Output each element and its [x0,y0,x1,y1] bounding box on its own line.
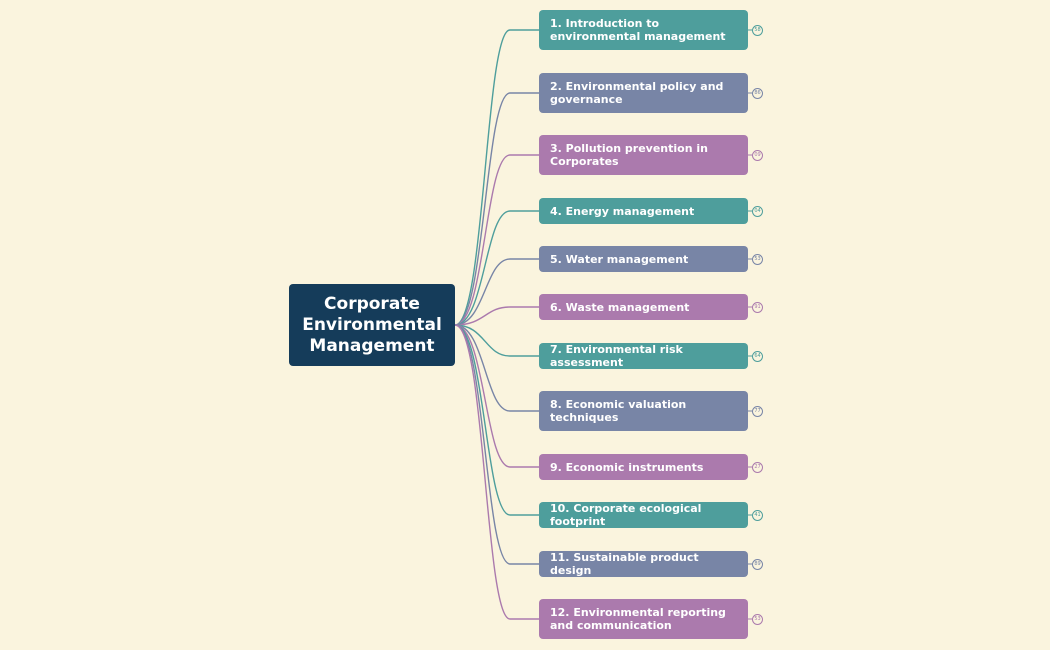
topic-badge[interactable]: 53 [752,614,763,625]
topic-label: 6. Waste management [550,300,690,314]
topic-badge[interactable]: 64 [752,351,763,362]
topic-5[interactable]: 5. Water management [539,246,748,272]
topic-9[interactable]: 9. Economic instruments [539,454,748,480]
connector-line [454,324,539,516]
topic-label: 5. Water management [550,252,689,266]
topic-2[interactable]: 2. Environmental policy and governance [539,73,748,113]
topic-10[interactable]: 10. Corporate ecological footprint [539,502,748,528]
topic-label: 1. Introduction to environmental managem… [550,17,726,43]
topic-badge[interactable]: 89 [752,559,763,570]
connector-line [454,324,539,357]
topic-12[interactable]: 12. Environmental reporting and communic… [539,599,748,639]
connector-line [454,210,539,326]
connector-line [454,324,539,565]
connector-line [454,29,539,326]
topic-label: 3. Pollution prevention in Corporates [550,142,708,168]
connector-line [454,258,539,326]
topic-6[interactable]: 6. Waste management [539,294,748,320]
topic-badge[interactable]: 58 [752,25,763,36]
topic-label: 12. Environmental reporting and communic… [550,606,726,632]
topic-label: 9. Economic instruments [550,460,704,474]
topic-label: 8. Economic valuation techniques [550,398,687,424]
connector-line [454,324,539,468]
topic-11[interactable]: 11. Sustainable product design [539,551,748,577]
topic-badge[interactable]: 86 [752,88,763,99]
topic-label: 11. Sustainable product design [550,551,699,577]
topic-badge[interactable]: 09 [752,150,763,161]
topic-badge[interactable]: 53 [752,254,763,265]
topic-badge[interactable]: 91 [752,302,763,313]
topic-7[interactable]: 7. Environmental risk assessment [539,343,748,369]
topic-label: 10. Corporate ecological footprint [550,502,702,528]
connector-line [454,324,539,620]
topic-badge[interactable]: 04 [752,206,763,217]
topic-label: 7. Environmental risk assessment [550,343,683,369]
topic-4[interactable]: 4. Energy management [539,198,748,224]
connector-line [454,306,539,326]
topic-badge[interactable]: 41 [752,510,763,521]
topic-1[interactable]: 1. Introduction to environmental managem… [539,10,748,50]
connector-line [454,324,539,412]
topic-badge[interactable]: 77 [752,406,763,417]
central-topic[interactable]: Corporate Environmental Management [289,284,455,366]
topic-8[interactable]: 8. Economic valuation techniques [539,391,748,431]
topic-badge[interactable]: 27 [752,462,763,473]
topic-3[interactable]: 3. Pollution prevention in Corporates [539,135,748,175]
topic-label: 4. Energy management [550,204,695,218]
connector-line [454,154,539,326]
connector-line [454,92,539,326]
topic-label: 2. Environmental policy and governance [550,80,724,106]
